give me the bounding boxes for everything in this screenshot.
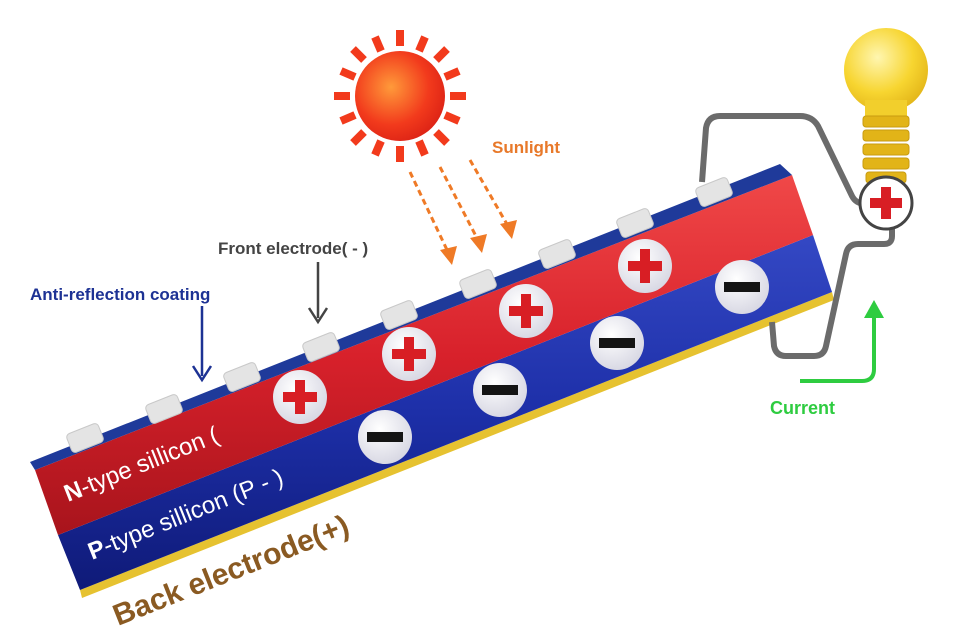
hole-plus-sign [273, 370, 327, 424]
current-arrowhead [864, 300, 884, 318]
front-electrode-label: Front electrode( - ) [218, 239, 368, 258]
bulb-hole-plus-sign [858, 175, 914, 231]
front-electrode-arrow [307, 262, 329, 325]
electron-minus-sign [590, 316, 644, 370]
hole-plus-sign [618, 239, 672, 293]
electron-minus-sign [473, 363, 527, 417]
hole-plus-sign [382, 327, 436, 381]
holes [273, 239, 672, 424]
sun-icon [334, 30, 466, 162]
sunlight-arrowheads [440, 220, 517, 265]
hole-plus-sign [499, 284, 553, 338]
sunlight-rays [408, 159, 510, 253]
anti-reflection-arrow [191, 306, 213, 383]
current-arrow [800, 312, 876, 383]
front-electrode-tabs [66, 177, 733, 453]
sunlight-label: Sunlight [492, 138, 560, 157]
electron-minus-sign [358, 410, 412, 464]
p-type-layer [58, 235, 832, 590]
anti-reflection-label: Anti-reflection coating [30, 285, 210, 304]
electron-minus-sign [715, 260, 769, 314]
circuit-wires [699, 113, 895, 359]
back-electrode-strip [80, 292, 834, 598]
electrons [358, 260, 769, 464]
current-label: Current [770, 398, 835, 418]
light-bulb-icon [844, 28, 928, 184]
